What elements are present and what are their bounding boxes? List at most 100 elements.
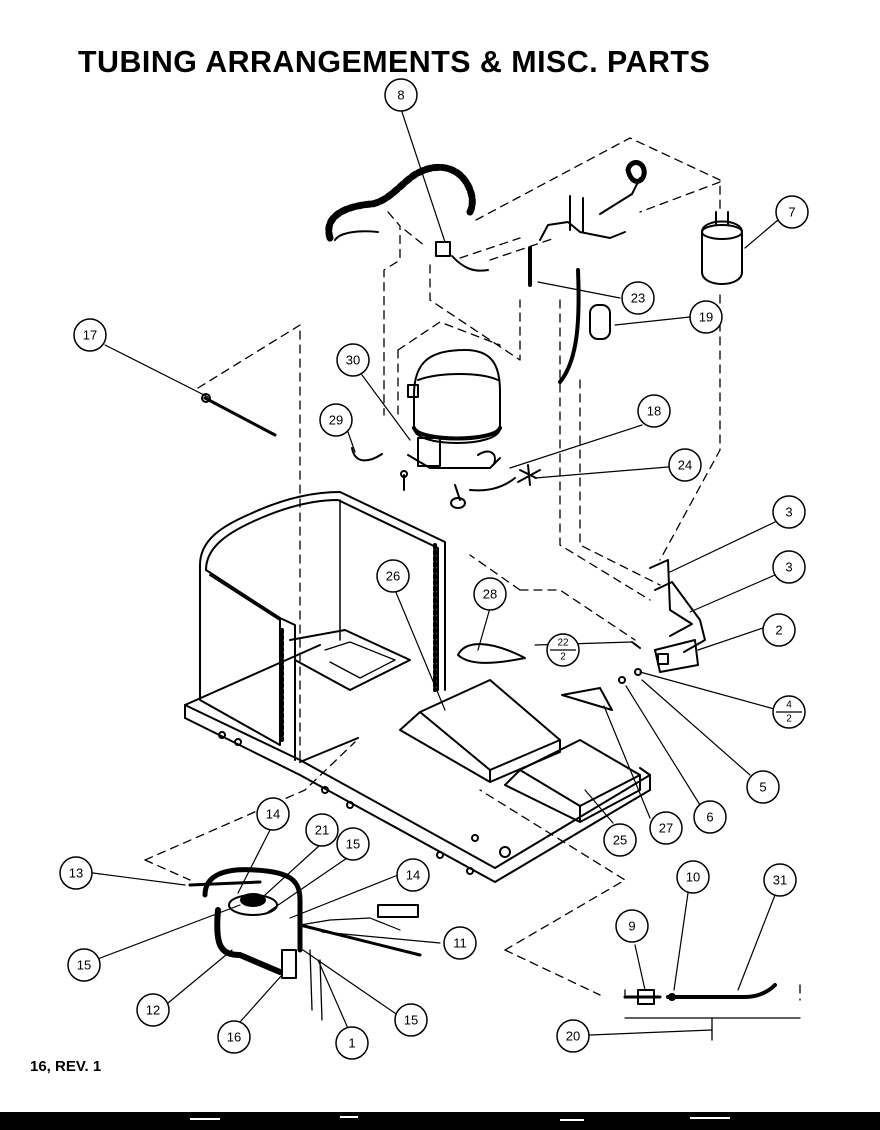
svg-text:8: 8 [397,88,404,103]
svg-text:2: 2 [775,623,782,638]
svg-text:30: 30 [346,353,360,368]
base-pan [184,644,651,883]
callout-26: 26 [376,559,410,593]
diagram-title: TUBING ARRANGEMENTS & MISC. PARTS [78,44,711,79]
callout-20: 20 [556,1019,590,1053]
wedge-27 [561,687,613,711]
pressure-switch-8 [435,241,489,272]
discharge-tube-assembly [528,160,647,384]
svg-text:27: 27 [659,821,673,836]
svg-text:15: 15 [77,958,91,973]
svg-text:16: 16 [227,1030,241,1045]
svg-text:2: 2 [560,652,566,663]
callout-30: 30 [336,343,370,377]
tool-17 [201,393,277,437]
condenser-coil [199,491,446,761]
callout-28: 28 [473,577,507,611]
callout-19: 19 [689,300,723,334]
svg-text:3: 3 [785,560,792,575]
svg-text:15: 15 [404,1013,418,1028]
service-valve-group [188,867,422,1021]
clip-29 [351,447,383,462]
callout-25: 25 [603,823,637,857]
callout-21: 21 [305,813,339,847]
svg-text:12: 12 [146,1003,160,1018]
svg-text:18: 18 [647,404,661,419]
filter-drier-19 [589,304,611,340]
svg-text:6: 6 [706,810,713,825]
svg-text:1: 1 [348,1036,355,1051]
svg-text:3: 3 [785,505,792,520]
svg-text:9: 9 [628,919,635,934]
callout-23: 23 [621,281,655,315]
callout-13: 13 [59,856,93,890]
callout-27: 27 [649,811,683,845]
fraction-callout-4-2: 4 2 [772,695,806,729]
svg-text:4: 4 [786,700,792,711]
svg-text:22: 22 [557,638,569,649]
svg-text:24: 24 [678,458,692,473]
svg-text:14: 14 [266,807,280,822]
insulation-pad-26 [399,679,561,783]
accumulator-7 [701,211,743,285]
leader-lines [86,108,779,1036]
grommet-parts-24 [469,464,541,492]
svg-text:7: 7 [788,205,795,220]
callout-3-lower: 3 [772,550,806,584]
callout-7: 7 [775,195,809,229]
fitting-assembly [623,983,801,1041]
svg-text:10: 10 [686,870,700,885]
callout-12: 12 [136,993,170,1027]
svg-text:28: 28 [483,587,497,602]
svg-text:15: 15 [346,837,360,852]
callout-31: 31 [763,863,797,897]
callout-24: 24 [668,448,702,482]
callout-29: 29 [319,403,353,437]
callout-1: 1 [335,1026,369,1060]
svg-text:21: 21 [315,823,329,838]
callout-3-upper: 3 [772,495,806,529]
callout-10: 10 [676,860,710,894]
gasket-28 [457,643,526,664]
callout-14-left: 14 [256,797,290,831]
callout-6: 6 [693,800,727,834]
valve-panel-2 [654,639,699,673]
callout-14-right: 14 [396,858,430,892]
scan-edge-bar [0,1112,880,1130]
callout-8: 8 [384,78,418,112]
svg-text:11: 11 [453,936,467,951]
svg-text:23: 23 [631,291,645,306]
svg-text:29: 29 [329,413,343,428]
svg-text:20: 20 [566,1029,580,1044]
callout-18: 18 [637,394,671,428]
callout-2: 2 [762,613,796,647]
svg-text:26: 26 [386,569,400,584]
svg-text:17: 17 [83,328,97,343]
compressor [407,349,502,469]
drawing-revision: 16, REV. 1 [30,1058,102,1075]
callout-layer: 8 7 23 19 17 30 [59,78,809,1060]
svg-text:2: 2 [786,714,792,725]
suction-tube-assembly [325,163,476,242]
mounting-bolt [400,470,466,509]
screws-5-6 [618,641,642,684]
bracket-3 [649,559,706,653]
svg-text:19: 19 [699,310,713,325]
fraction-callout-22-2: 22 2 [546,633,580,667]
scan-edge-noise [190,1116,730,1121]
dashed-assembly-lines [144,137,801,1001]
insulation-pad-25 [504,739,641,823]
callout-11: 11 [443,926,477,960]
svg-text:14: 14 [406,868,420,883]
callout-5: 5 [746,770,780,804]
svg-text:25: 25 [613,833,627,848]
callout-17: 17 [73,318,107,352]
callout-15-top: 15 [336,827,370,861]
svg-text:31: 31 [773,873,787,888]
callout-9: 9 [615,909,649,943]
svg-text:5: 5 [759,780,766,795]
callout-15-bottom: 15 [394,1003,428,1037]
callout-15-left: 15 [67,948,101,982]
